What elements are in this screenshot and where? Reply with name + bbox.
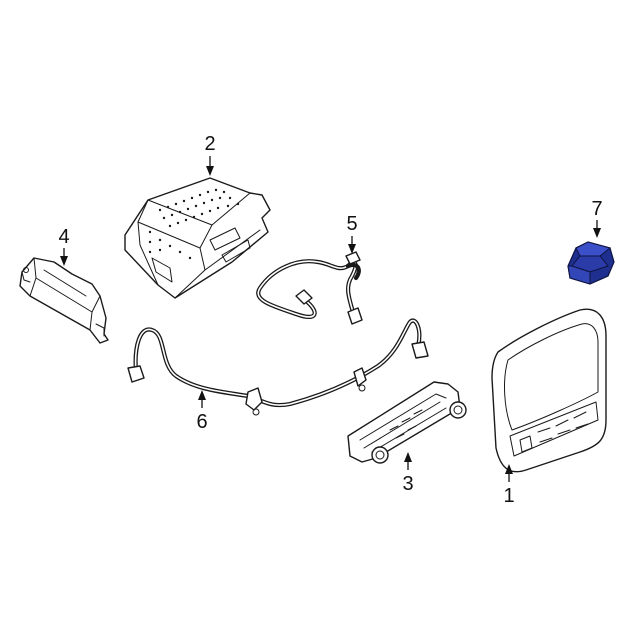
part-3-control-panel[interactable]	[347, 381, 467, 464]
callout-7: 7	[591, 198, 602, 220]
leader-arrows	[60, 156, 601, 482]
part-2-vent-holes	[148, 188, 240, 260]
part-2-receiver-module[interactable]	[124, 177, 271, 299]
part-5-wiring-harness[interactable]	[256, 251, 363, 325]
part-1-bezel[interactable]	[491, 308, 607, 473]
callout-2: 2	[204, 133, 215, 155]
callout-5: 5	[346, 213, 357, 235]
callout-4: 4	[58, 226, 69, 248]
callout-3: 3	[402, 473, 413, 495]
part-6-antenna-cable[interactable]	[127, 318, 429, 416]
part-4-control-module[interactable]	[19, 257, 109, 344]
callout-1: 1	[503, 485, 514, 507]
part-7-highlighted-module[interactable]	[567, 241, 615, 285]
callout-6: 6	[196, 411, 207, 433]
